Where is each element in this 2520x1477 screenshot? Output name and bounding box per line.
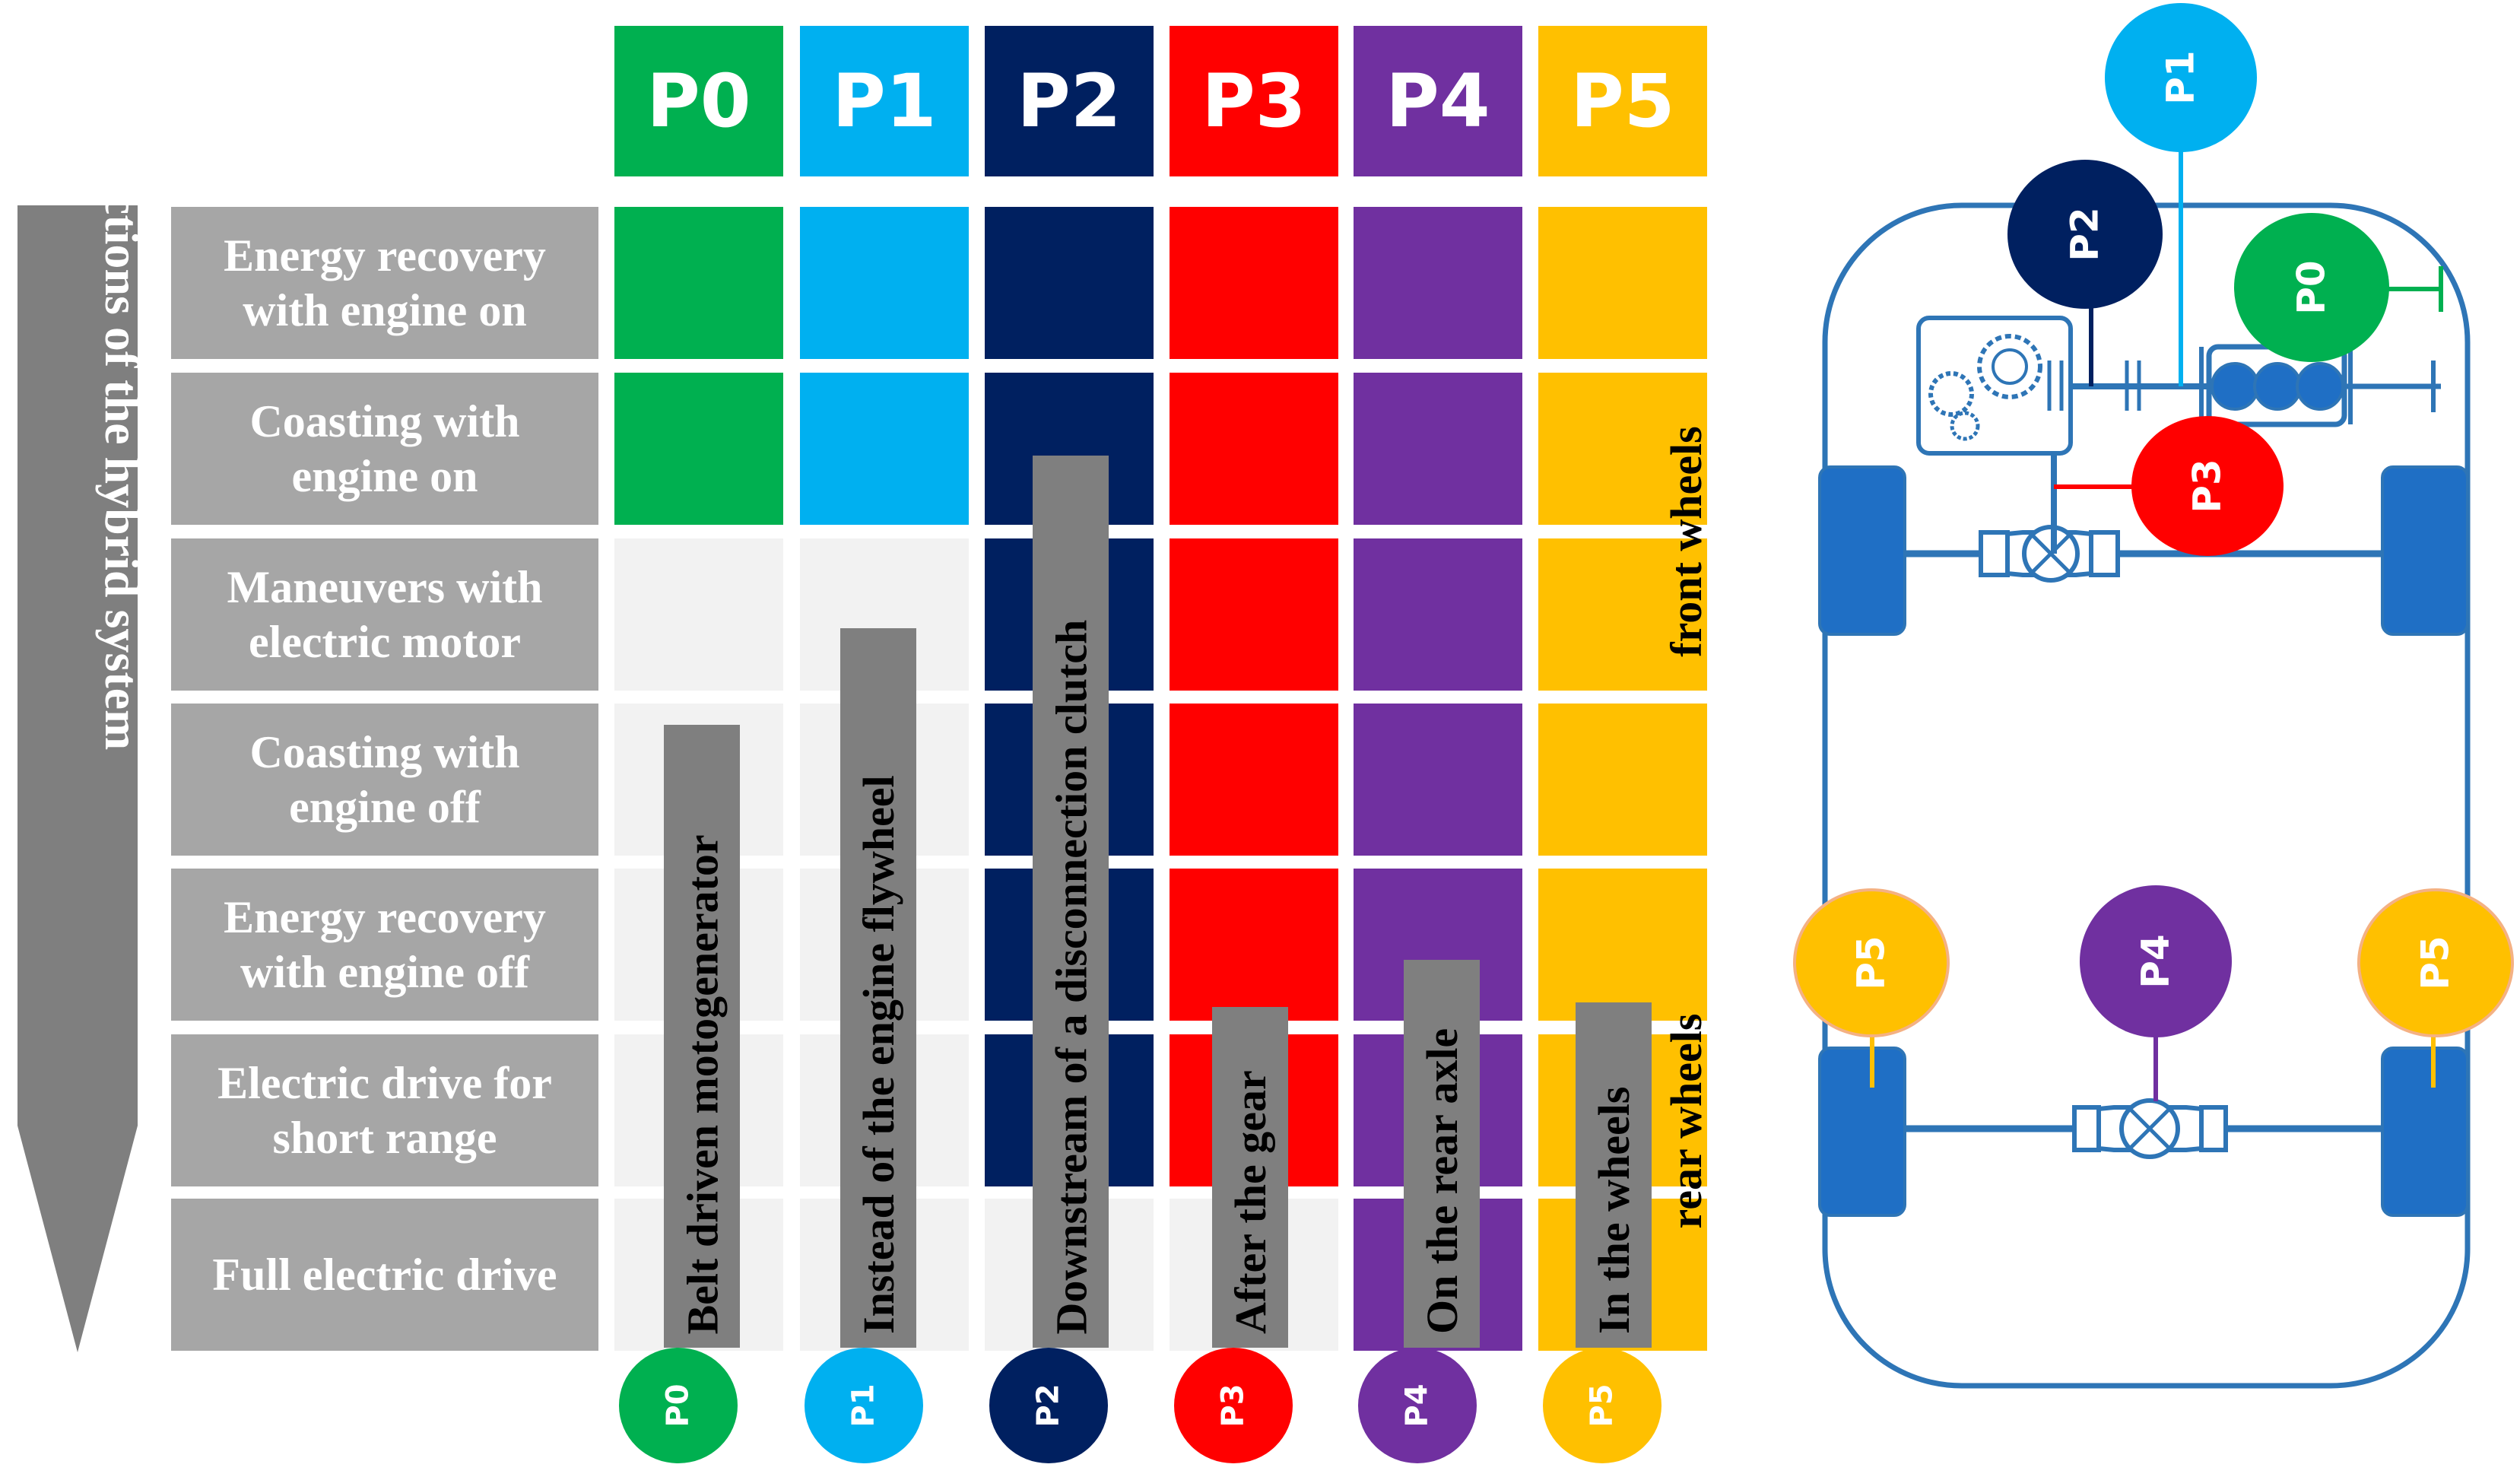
grid-cell-p4-row-0	[1354, 207, 1522, 359]
car-p5-right-circle: P5	[2357, 888, 2514, 1037]
legend-circle-label: P0	[661, 1383, 696, 1428]
function-label: Electric drive for short range	[171, 1034, 598, 1186]
front-wheels-label: front wheels	[1661, 426, 1711, 657]
legend-circle-p2: P2	[989, 1348, 1108, 1463]
placement-text-p5: In the wheels	[1588, 1086, 1639, 1334]
function-label: Energy recovery with engine on	[171, 207, 598, 359]
function-label: Coasting with engine on	[171, 373, 598, 525]
legend-circle-p3: P3	[1174, 1348, 1293, 1463]
rear-differential	[2072, 1098, 2228, 1159]
function-label: Energy recovery with engine off	[171, 869, 598, 1021]
rear-left-wheel	[1818, 1047, 1906, 1217]
car-p2-circle: P2	[2007, 160, 2163, 309]
grid-cell-p3-row-2	[1170, 538, 1338, 691]
placement-text-p0: Belt driven motogenerator	[677, 834, 727, 1334]
header-p4: P4	[1354, 26, 1522, 176]
placement-bar-p2	[1033, 456, 1109, 1348]
grid-cell-p0-row-1	[614, 373, 783, 525]
function-label: Maneuvers with electric motor	[171, 538, 598, 691]
car-p1-circle: P1	[2105, 3, 2257, 152]
rear-right-wheel	[2381, 1047, 2469, 1217]
axis-title: Functions of the hybrid system	[95, 109, 149, 751]
placement-text-p2: Downstream of a disconnection clutch	[1046, 619, 1096, 1334]
legend-circle-label: P3	[1216, 1383, 1251, 1428]
header-p2: P2	[985, 26, 1154, 176]
legend-circle-p5: P5	[1543, 1348, 1661, 1463]
placement-bar-p3	[1212, 1007, 1288, 1348]
grid-cell-p3-row-0	[1170, 207, 1338, 359]
grid-cell-p2-row-0	[985, 207, 1154, 359]
rear-wheels-label: rear wheels	[1661, 1013, 1711, 1229]
placement-text-p4: On the rear axle	[1417, 1028, 1467, 1334]
grid-cell-p1-row-0	[800, 207, 969, 359]
legend-circle-label: P5	[1585, 1383, 1620, 1428]
grid-cell-p4-row-2	[1354, 538, 1522, 691]
grid-cell-p3-row-1	[1170, 373, 1338, 525]
placement-text-p1: Instead of the engine flywheel	[853, 775, 903, 1334]
front-right-wheel	[2381, 465, 2469, 636]
grid-cell-p3-row-3	[1170, 704, 1338, 856]
header-p0: P0	[614, 26, 783, 176]
clutch-plates	[2047, 361, 2141, 411]
front-differential	[1979, 525, 2120, 583]
grid-cell-p5-row-2	[1538, 538, 1707, 691]
legend-circle-p1: P1	[805, 1348, 923, 1463]
placement-bar-p0	[664, 725, 740, 1348]
engine	[2199, 344, 2441, 427]
grid-cell-p5-row-0	[1538, 207, 1707, 359]
header-p5: P5	[1538, 26, 1707, 176]
placement-bar-p4	[1404, 960, 1480, 1348]
header-p3: P3	[1170, 26, 1338, 176]
placement-bar-p1	[840, 628, 916, 1348]
front-left-wheel	[1818, 465, 1906, 636]
car-p5-left-circle: P5	[1793, 888, 1950, 1037]
grid-cell-p0-row-0	[614, 207, 783, 359]
grid-cell-p0-row-2	[614, 538, 783, 691]
legend-circle-label: P1	[846, 1383, 881, 1428]
grid-cell-p3-row-4	[1170, 869, 1338, 1021]
function-label: Coasting with engine off	[171, 704, 598, 856]
grid-cell-p4-row-3	[1354, 704, 1522, 856]
legend-circle-label: P4	[1400, 1383, 1435, 1428]
function-label: Full electric drive	[171, 1199, 598, 1351]
car-p3-circle: P3	[2131, 416, 2284, 556]
grid-cell-p4-row-1	[1354, 373, 1522, 525]
grid-cell-p5-row-4	[1538, 869, 1707, 1021]
grid-cell-p5-row-1	[1538, 373, 1707, 525]
legend-circle-label: P2	[1031, 1383, 1066, 1428]
car-p4-circle: P4	[2080, 885, 2232, 1037]
placement-text-p3: After the gear	[1225, 1070, 1275, 1334]
legend-circle-p0: P0	[619, 1348, 738, 1463]
placement-bar-p5	[1576, 1002, 1652, 1348]
car-p0-circle: P0	[2234, 213, 2389, 362]
legend-circle-p4: P4	[1358, 1348, 1477, 1463]
grid-cell-p5-row-3	[1538, 704, 1707, 856]
axis-arrow	[17, 205, 138, 1352]
header-p1: P1	[800, 26, 969, 176]
grid-cell-p1-row-1	[800, 373, 969, 525]
